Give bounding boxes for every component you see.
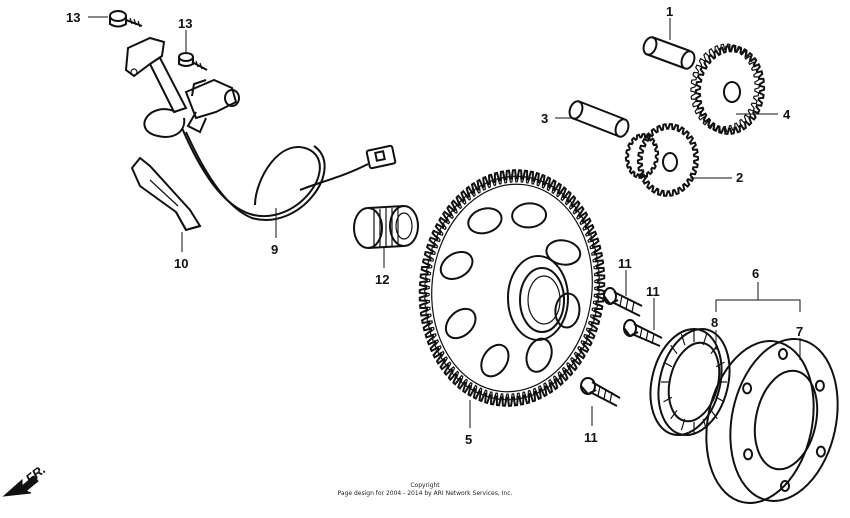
- gear-5-hub-outer: [507, 255, 569, 341]
- gear-4-bore: [723, 81, 741, 103]
- clutch-8-front-ring: [657, 327, 731, 437]
- gear-4-teeth-back: [690, 43, 760, 133]
- callout-13b: 13: [178, 16, 192, 31]
- part-8-one-way-clutch: [649, 327, 731, 437]
- outer-7-bolt-hole: [780, 480, 790, 492]
- clutch-8-sprag: [680, 333, 686, 346]
- part-11-bolt-middle: [623, 319, 663, 347]
- part-13-screw-right: [178, 52, 208, 71]
- outer-7-bolt-hole: [815, 445, 826, 458]
- outer-7-bore: [753, 369, 819, 471]
- part-5-starter-driven-gear: [418, 169, 606, 407]
- callout-labels: 13 13 1 3 4 2 10 9 12 11 11 11 5 6 8 7: [66, 4, 803, 447]
- gear-5-hub-inner: [519, 267, 565, 333]
- outer-7-bolt-hole: [743, 448, 754, 461]
- gear-2-teeth: [636, 123, 700, 197]
- callout-8: 8: [711, 315, 718, 330]
- callout-3: 3: [541, 111, 548, 126]
- gear-5-lightening-hole: [444, 307, 477, 340]
- part-3-shaft: [568, 100, 630, 138]
- gear-5-lightening-hole: [511, 202, 548, 229]
- copyright-notice: Copyright Page design for 2004 - 2014 by…: [338, 482, 513, 497]
- callout-2: 2: [736, 170, 743, 185]
- gear-5-lightening-hole: [554, 292, 581, 329]
- outer-7-bolt-hole: [778, 348, 788, 360]
- clutch-8-sprag: [715, 396, 725, 403]
- gear-5-lightening-hole: [439, 250, 474, 281]
- callout-9: 9: [271, 242, 278, 257]
- callout-12: 12: [375, 272, 389, 287]
- part-11-bolt-upper: [603, 287, 643, 317]
- clutch-8-sprag: [670, 409, 678, 420]
- gear-5-web: [431, 183, 593, 393]
- clutch-8-sprag: [663, 361, 673, 368]
- leader-lines: [88, 16, 801, 428]
- callout-7: 7: [796, 324, 803, 339]
- callout-11-upper: 11: [618, 256, 632, 271]
- gear-5-hub-bore: [527, 275, 561, 325]
- gear-4-teeth: [694, 45, 766, 135]
- gear-5-lightening-hole: [480, 343, 510, 378]
- clutch-8-sprag: [670, 344, 678, 355]
- part-12-needle-bearing: [353, 205, 419, 249]
- callout-5: 5: [465, 432, 472, 447]
- callout-4: 4: [783, 107, 791, 122]
- clutch-8-sprag: [715, 361, 725, 368]
- gear-5-lightening-hole: [525, 337, 553, 373]
- gear-5-lightening-hole: [545, 239, 582, 266]
- part-1-shaft: [642, 36, 696, 70]
- clutch-8-sprag: [702, 333, 708, 346]
- outer-7-back-face: [705, 340, 815, 504]
- callout-1: 1: [666, 4, 673, 19]
- callout-11-middle: 11: [646, 284, 660, 299]
- clutch-8-sprag: [663, 396, 673, 403]
- copyright-line-1: Copyright: [410, 482, 440, 489]
- part-11-bolt-lower: [580, 377, 621, 407]
- gear-5-teeth-back: [424, 175, 600, 401]
- part-2-idle-gear: [624, 123, 700, 197]
- part-10-bracket: [130, 156, 202, 232]
- gear-5-teeth: [418, 169, 606, 407]
- callout-11-lower: 11: [584, 430, 598, 445]
- gear-2-small-teeth: [624, 133, 660, 179]
- front-arrow-icon: [2, 475, 39, 497]
- outer-7-bolt-hole: [814, 379, 825, 392]
- part-13-screw-left: [109, 10, 143, 28]
- part-7-clutch-outer: [705, 338, 839, 504]
- gear-5-lightening-hole: [467, 207, 503, 235]
- part-4-reduction-gear: [690, 43, 766, 135]
- callout-6: 6: [752, 266, 759, 281]
- front-direction-indicator: FR.: [2, 462, 48, 497]
- clutch-8-sprag: [680, 418, 686, 431]
- clutch-8-sprag: [710, 409, 718, 420]
- part-9-sensor-wire-assembly: [124, 36, 397, 221]
- copyright-line-2: Page design for 2004 - 2014 by ARI Netwo…: [338, 490, 513, 497]
- outer-7-bolt-hole: [742, 382, 753, 395]
- gear-2-bore: [662, 152, 678, 172]
- callout-10: 10: [174, 256, 188, 271]
- callout-13a: 13: [66, 10, 80, 25]
- outer-7-front-face: [729, 338, 839, 502]
